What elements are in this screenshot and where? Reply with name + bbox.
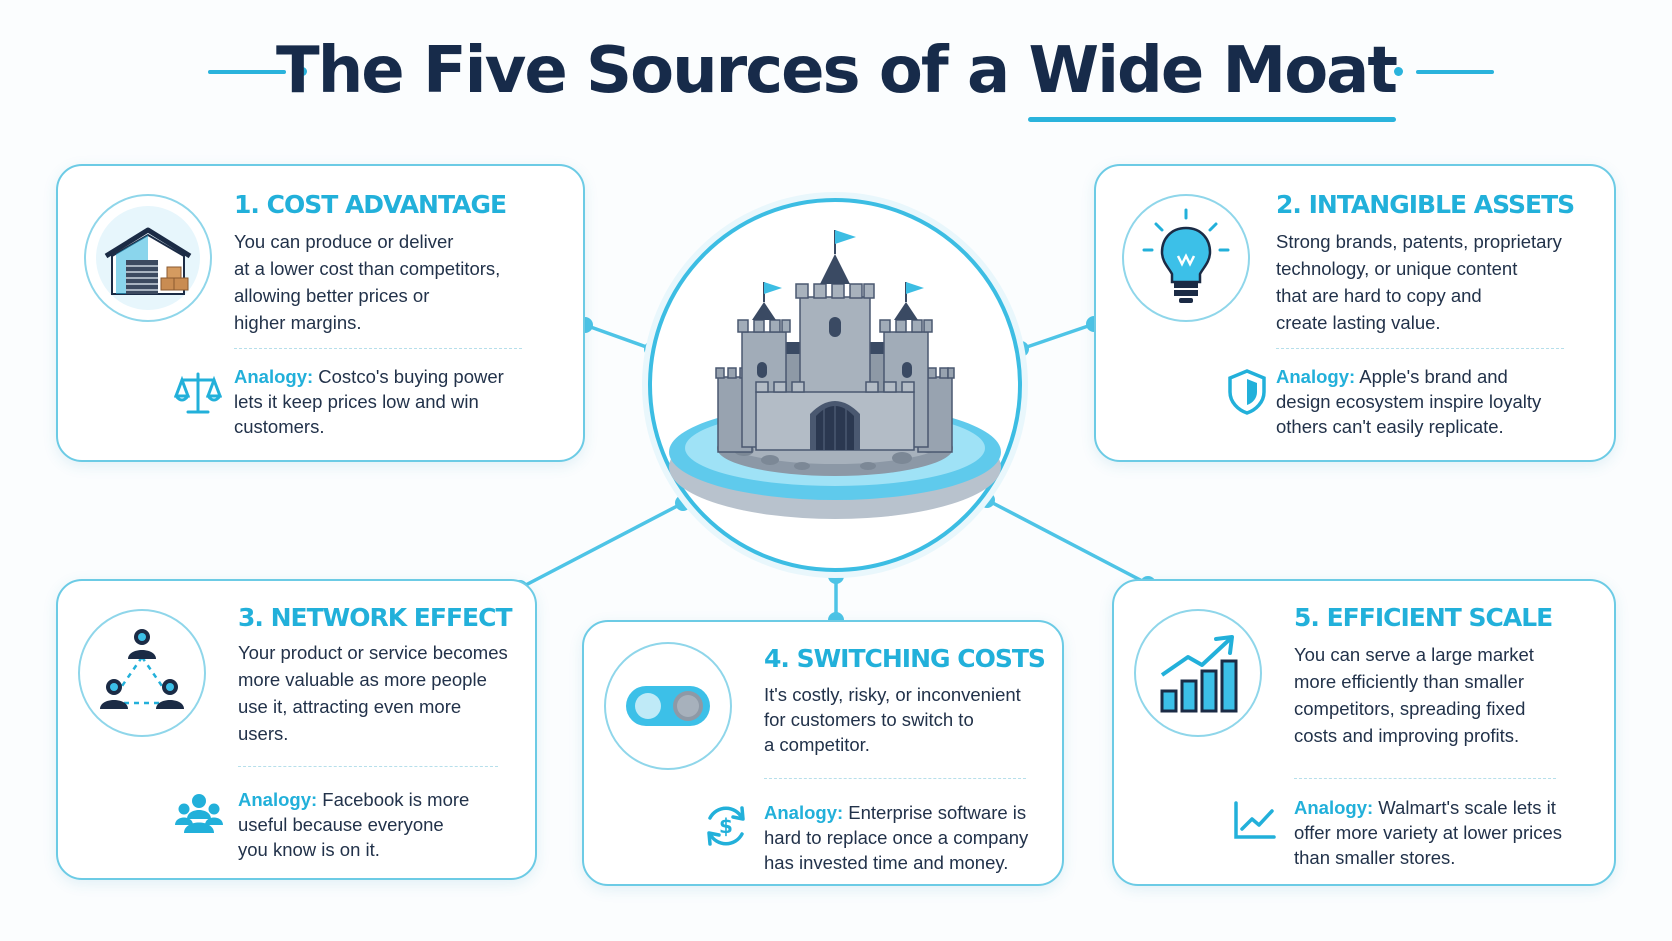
analogy-line: has invested time and money. bbox=[764, 852, 1009, 873]
card-heading: 4. SWITCHING COSTS bbox=[764, 644, 1046, 673]
title-deco-dot-right bbox=[1394, 67, 1403, 76]
analogy-line: design ecosystem inspire loyalty bbox=[1276, 391, 1542, 412]
analogy-line: offer more variety at lower prices bbox=[1294, 822, 1563, 843]
card-description: You can produce or deliver at a lower co… bbox=[234, 228, 500, 336]
analogy-text: Analogy: Walmart's scale lets it offer m… bbox=[1294, 795, 1562, 870]
icon-circle-switching bbox=[604, 642, 732, 770]
analogy-label: Analogy: bbox=[238, 789, 318, 810]
network-users-icon bbox=[100, 629, 184, 709]
title-deco-line-left bbox=[208, 70, 286, 74]
analogy-text: Analogy: Costco's buying power lets it k… bbox=[234, 364, 504, 439]
icon-circle-scale bbox=[1134, 609, 1262, 737]
desc-line: create lasting value. bbox=[1276, 312, 1441, 333]
analogy-label: Analogy: bbox=[234, 366, 314, 387]
page-title: The Five Sources of a Wide Moat bbox=[0, 34, 1672, 122]
analogy-line: Walmart's scale lets it bbox=[1373, 797, 1556, 818]
analogy-line: you know is on it. bbox=[238, 839, 380, 860]
warehouse-icon bbox=[96, 206, 200, 310]
desc-line: more valuable as more people bbox=[238, 669, 487, 690]
card-network-effect: 3. NETWORK EFFECT Your product or servic… bbox=[56, 579, 537, 880]
card-description: Your product or service becomes more val… bbox=[238, 639, 508, 747]
card-heading: 5. EFFICIENT SCALE bbox=[1294, 603, 1553, 632]
card-heading: 3. NETWORK EFFECT bbox=[238, 603, 513, 632]
desc-line: You can produce or deliver bbox=[234, 231, 454, 252]
desc-line: competitors, spreading fixed bbox=[1294, 698, 1526, 719]
analogy-text: Analogy: Apple's brand and design ecosys… bbox=[1276, 364, 1541, 439]
desc-line: Your product or service becomes bbox=[238, 642, 508, 663]
icon-circle-intangible bbox=[1122, 194, 1250, 322]
divider bbox=[1276, 348, 1564, 349]
icon-circle-network bbox=[78, 609, 206, 737]
analogy-label: Analogy: bbox=[764, 802, 844, 823]
analogy-text: Analogy: Enterprise software is hard to … bbox=[764, 800, 1028, 875]
title-deco-dot-left bbox=[298, 67, 307, 76]
card-efficient-scale: 5. EFFICIENT SCALE You can serve a large… bbox=[1112, 579, 1616, 886]
analogy-line: than smaller stores. bbox=[1294, 847, 1456, 868]
toggle-icon bbox=[626, 686, 710, 726]
card-intangible-assets: 2. INTANGIBLE ASSETS Strong brands, pate… bbox=[1094, 164, 1616, 462]
castle-moat-illustration bbox=[648, 198, 1022, 572]
bar-growth-icon bbox=[1160, 635, 1238, 713]
desc-line: higher margins. bbox=[234, 312, 362, 333]
desc-line: allowing better prices or bbox=[234, 285, 430, 306]
title-area: The Five Sources of a Wide Moat bbox=[0, 30, 1672, 140]
analogy-label: Analogy: bbox=[1294, 797, 1374, 818]
scales-icon bbox=[174, 372, 222, 414]
card-switching-costs: 4. SWITCHING COSTS It's costly, risky, o… bbox=[582, 620, 1064, 886]
desc-line: You can serve a large market bbox=[1294, 644, 1534, 665]
desc-line: technology, or unique content bbox=[1276, 258, 1518, 279]
divider bbox=[764, 778, 1026, 779]
analogy-line: others can't easily replicate. bbox=[1276, 416, 1504, 437]
divider bbox=[238, 766, 498, 767]
icon-circle-cost bbox=[84, 194, 212, 322]
desc-line: a competitor. bbox=[764, 734, 870, 755]
desc-line: for customers to switch to bbox=[764, 709, 974, 730]
desc-line: It's costly, risky, or inconvenient bbox=[764, 684, 1021, 705]
svg-text:$: $ bbox=[719, 814, 733, 838]
desc-line: that are hard to copy and bbox=[1276, 285, 1482, 306]
analogy-line: hard to replace once a company bbox=[764, 827, 1029, 848]
divider bbox=[234, 348, 522, 349]
castle-icon bbox=[669, 230, 1001, 519]
card-heading: 2. INTANGIBLE ASSETS bbox=[1276, 190, 1575, 219]
analogy-line: Facebook is more bbox=[317, 789, 470, 810]
analogy-text: Analogy: Facebook is more useful because… bbox=[238, 787, 469, 862]
trend-line-icon bbox=[1234, 801, 1276, 839]
card-heading: 1. COST ADVANTAGE bbox=[234, 190, 507, 219]
title-main: The Five Sources of a bbox=[276, 34, 1010, 108]
desc-line: more efficiently than smaller bbox=[1294, 671, 1524, 692]
title-highlight: Wide Moat bbox=[1028, 34, 1398, 122]
dollar-cycle-icon: $ bbox=[707, 806, 745, 846]
analogy-line: useful because everyone bbox=[238, 814, 444, 835]
desc-line: users. bbox=[238, 723, 289, 744]
desc-line: at a lower cost than competitors, bbox=[234, 258, 501, 279]
title-deco-line-right bbox=[1416, 70, 1494, 74]
card-description: It's costly, risky, or inconvenient for … bbox=[764, 682, 1021, 757]
analogy-line: Enterprise software is bbox=[843, 802, 1027, 823]
analogy-line: Apple's brand and bbox=[1355, 366, 1508, 387]
card-cost-advantage: 1. COST ADVANTAGE You can produce or del… bbox=[56, 164, 585, 462]
analogy-line: Costco's buying power bbox=[313, 366, 504, 387]
desc-line: costs and improving profits. bbox=[1294, 725, 1520, 746]
desc-line: Strong brands, patents, proprietary bbox=[1276, 231, 1562, 252]
group-icon bbox=[175, 794, 223, 833]
lightbulb-icon bbox=[1142, 208, 1230, 303]
card-description: You can serve a large market more effici… bbox=[1294, 641, 1534, 749]
analogy-line: lets it keep prices low and win bbox=[234, 391, 479, 412]
card-description: Strong brands, patents, proprietary tech… bbox=[1276, 228, 1562, 336]
analogy-line: customers. bbox=[234, 416, 325, 437]
shield-icon bbox=[1228, 369, 1266, 415]
analogy-label: Analogy: bbox=[1276, 366, 1356, 387]
desc-line: use it, attracting even more bbox=[238, 696, 462, 717]
divider bbox=[1294, 778, 1556, 779]
